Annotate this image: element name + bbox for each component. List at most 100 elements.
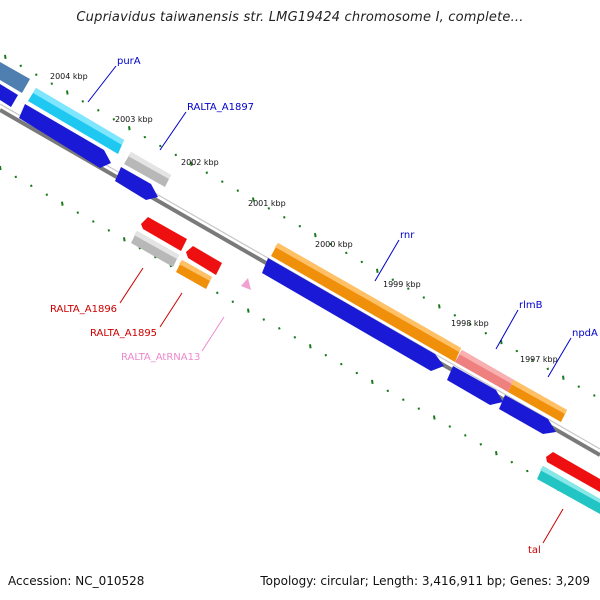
tick-mark <box>252 197 255 202</box>
gene-steelblue[interactable] <box>0 62 30 93</box>
tick-mark <box>355 371 359 375</box>
tick-mark <box>19 64 23 68</box>
gene-arrow-purA[interactable] <box>19 104 111 168</box>
tick-mark <box>340 362 343 366</box>
tick-mark <box>469 323 472 326</box>
tick-mark <box>484 331 488 335</box>
tick-mark <box>309 344 312 349</box>
gene-red-3[interactable] <box>546 452 600 492</box>
tick-mark <box>293 336 297 339</box>
tick-mark <box>433 415 436 420</box>
tick-mark <box>329 242 333 246</box>
tick-mark <box>107 229 111 232</box>
tick-mark <box>267 207 271 210</box>
tick-mark <box>0 165 2 171</box>
kbp-label: 2002 kbp <box>181 158 219 167</box>
tick-mark <box>453 314 457 317</box>
tick-mark <box>262 318 266 321</box>
tick-mark <box>61 201 64 206</box>
kbp-labels: 2004 kbp 2003 kbp 2002 kbp 2001 kbp 2000… <box>50 72 558 364</box>
tick-mark <box>562 375 565 380</box>
tick-mark <box>30 184 33 188</box>
gene-arrow-npdA[interactable] <box>499 395 556 434</box>
tick-mark <box>45 193 49 196</box>
map-title: Cupriavidus taiwanensis str. LMG19424 ch… <box>76 10 524 25</box>
gene-label-purA[interactable]: purA <box>117 56 141 67</box>
tick-mark <box>577 385 581 388</box>
gene-label-tal[interactable]: tal <box>528 545 541 556</box>
gene-arrow-left[interactable] <box>0 84 18 107</box>
tick-mark <box>546 367 550 371</box>
kbp-label: 1998 kbp <box>451 319 489 328</box>
tick-mark <box>216 291 219 295</box>
forward-track <box>0 62 567 434</box>
tick-marks <box>0 54 596 508</box>
tick-mark <box>495 451 498 456</box>
tick-mark <box>4 54 7 60</box>
gene-label-rlmB[interactable]: rlmB <box>519 300 543 311</box>
tick-mark <box>515 349 519 353</box>
reverse-labels: RALTA_A1896 RALTA_A1895 RALTA_AtRNA13 ta… <box>50 267 564 556</box>
tick-mark <box>92 220 95 223</box>
tick-mark <box>479 443 483 446</box>
tick-mark <box>236 189 240 192</box>
tick-mark <box>402 398 405 401</box>
gene-label-RALTA_AtRNA13[interactable]: RALTA_AtRNA13 <box>121 352 200 363</box>
tick-mark <box>278 327 281 330</box>
tick-mark <box>345 251 348 255</box>
tick-mark <box>247 308 250 313</box>
tick-mark <box>324 353 328 357</box>
tick-mark <box>81 100 85 103</box>
gene-rnr[interactable] <box>271 243 461 362</box>
tick-mark <box>128 126 131 131</box>
kbp-label: 1997 kbp <box>520 355 558 364</box>
kbp-label: 2001 kbp <box>248 199 286 208</box>
tick-mark <box>531 358 534 362</box>
tick-mark <box>391 278 395 281</box>
tick-mark <box>205 171 209 174</box>
tick-mark <box>283 216 286 219</box>
tick-mark <box>76 211 80 214</box>
tick-mark <box>417 407 421 410</box>
tick-mark <box>174 153 178 157</box>
tick-mark <box>593 394 596 397</box>
tick-mark <box>159 144 162 148</box>
tick-mark <box>50 82 54 85</box>
tick-mark <box>14 175 18 179</box>
tick-mark <box>112 118 116 121</box>
tick-mark <box>407 287 410 290</box>
tick-mark <box>66 90 69 95</box>
tick-mark <box>376 268 379 273</box>
gene-red-1[interactable] <box>141 217 187 251</box>
gene-label-RALTA_A1897[interactable]: RALTA_A1897 <box>187 102 254 113</box>
gene-label-npdA[interactable]: npdA <box>572 328 598 339</box>
kbp-label: 1999 kbp <box>383 280 421 289</box>
gene-RALTA_A1897[interactable] <box>124 152 171 187</box>
gene-label-RALTA_A1896[interactable]: RALTA_A1896 <box>50 304 117 315</box>
gene-label-RALTA_A1895[interactable]: RALTA_A1895 <box>90 328 157 339</box>
tick-mark <box>510 460 514 464</box>
gene-tal[interactable] <box>537 466 600 514</box>
accession-text: Accession: NC_010528 <box>8 574 145 588</box>
gene-RALTA_AtRNA13[interactable] <box>241 278 251 290</box>
tick-mark <box>360 260 364 264</box>
gene-label-rnr[interactable]: rnr <box>400 230 415 241</box>
gene-arrow-rnr[interactable] <box>262 258 444 371</box>
reverse-track <box>131 217 600 514</box>
gene-arrow-rlmB[interactable] <box>447 366 503 405</box>
gene-rlmB[interactable] <box>455 350 514 392</box>
tick-mark <box>438 304 441 309</box>
gene-purA[interactable] <box>28 88 124 154</box>
tick-mark <box>448 425 452 428</box>
gene-red-2[interactable] <box>186 246 222 275</box>
kbp-label: 2004 kbp <box>50 72 88 81</box>
tick-mark <box>371 379 374 385</box>
tick-mark <box>123 237 126 242</box>
forward-labels: purA RALTA_A1897 rnr rlmB npdA <box>87 56 598 378</box>
tick-mark <box>422 296 426 299</box>
tick-mark <box>231 300 235 303</box>
gene-arrow-A1897[interactable] <box>115 167 158 200</box>
tick-mark <box>314 232 317 238</box>
kbp-label: 2000 kbp <box>315 240 353 249</box>
